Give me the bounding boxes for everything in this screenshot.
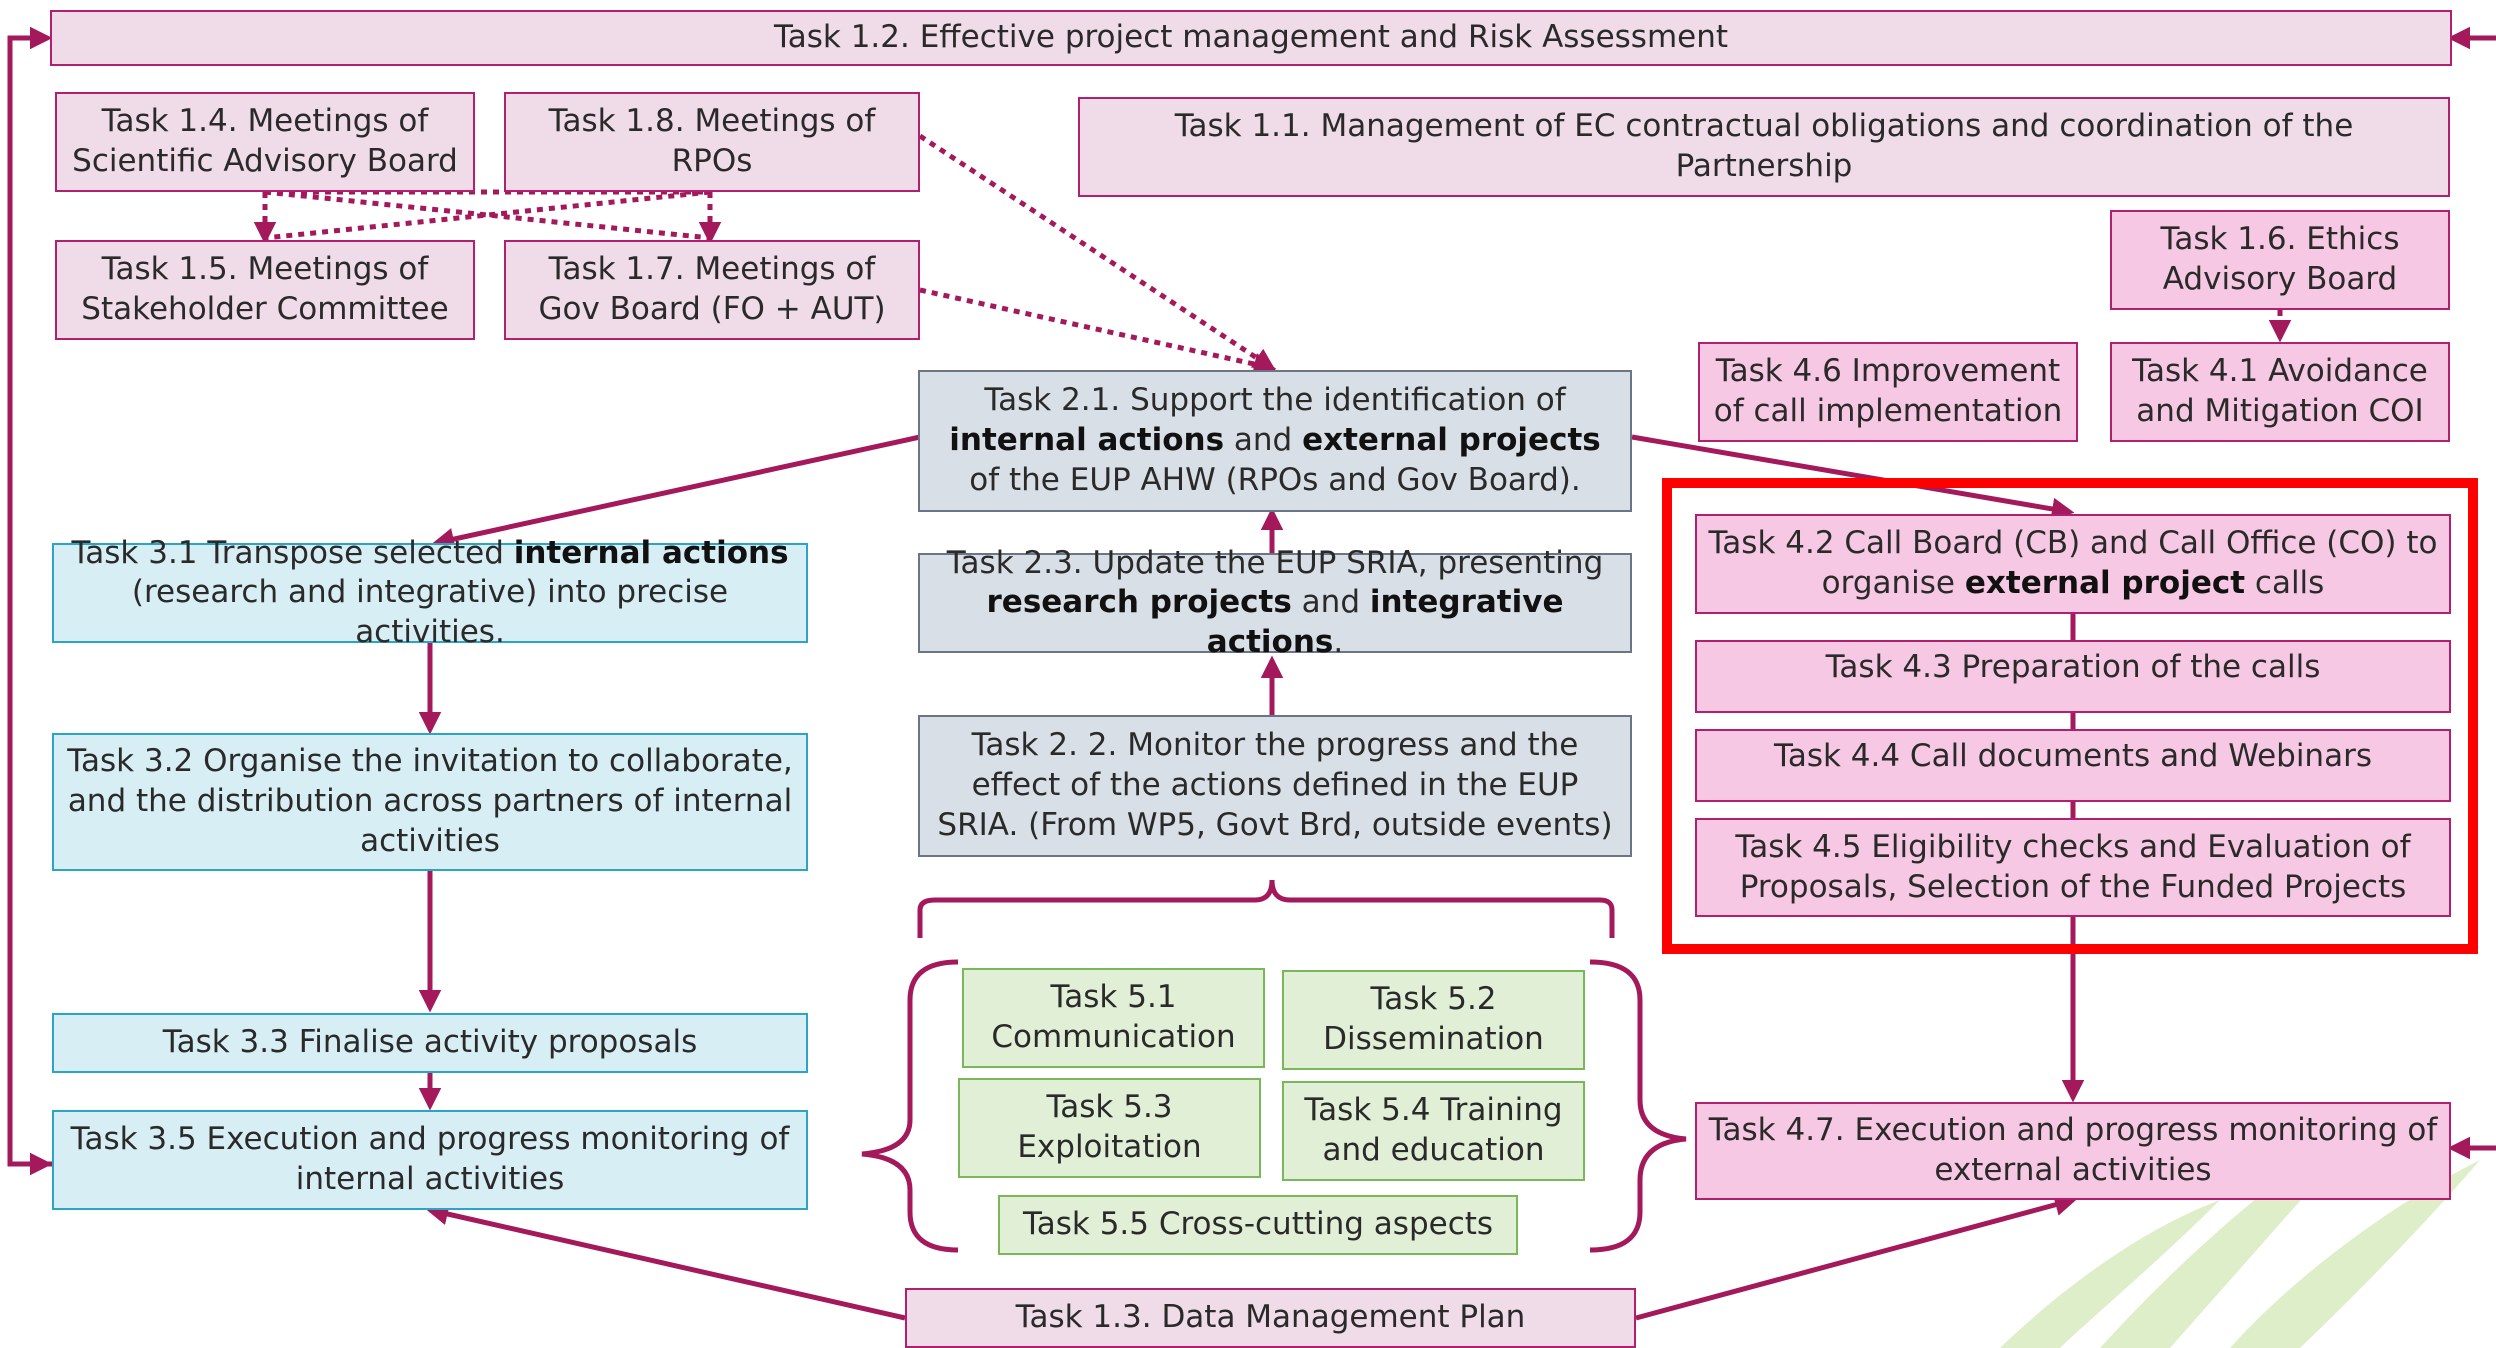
task-2-3-text: Task 2.3. Update the EUP SRIA, presentin… bbox=[946, 544, 1604, 660]
task-2-3-box[interactable]: Task 2.3. Update the EUP SRIA, presentin… bbox=[918, 545, 1632, 660]
task-2-1-text: Task 2.1. Support the identification of … bbox=[949, 382, 1601, 498]
arrow-2-1-to-3-1 bbox=[431, 434, 921, 551]
brace-right bbox=[1589, 959, 1687, 1253]
dotted-link bbox=[919, 287, 1277, 376]
task-5-5-box[interactable]: Task 5.5 Cross-cutting aspects bbox=[998, 1195, 1518, 1255]
arrow-1-3-to-4-7 bbox=[1635, 1193, 2078, 1321]
task-5-2-box[interactable]: Task 5.2 Dissemination bbox=[1282, 970, 1585, 1070]
task-4-3-box[interactable]: Task 4.3 Preparation of the calls bbox=[1695, 640, 2451, 713]
task-1-7-box[interactable]: Task 1.7. Meetings of Gov Board (FO + AU… bbox=[504, 240, 920, 340]
task-3-2-box[interactable]: Task 3.2 Organise the invitation to coll… bbox=[52, 733, 808, 871]
dotted-link bbox=[264, 189, 711, 241]
task-1-5-box[interactable]: Task 1.5. Meetings of Stakeholder Commit… bbox=[55, 240, 475, 340]
dotted-link bbox=[918, 133, 1276, 371]
highlight-frame bbox=[1662, 478, 2478, 954]
task-3-1-text: Task 3.1 Transpose selected internal act… bbox=[71, 534, 789, 650]
task-2-2-box[interactable]: Task 2. 2. Monitor the progress and the … bbox=[918, 715, 1632, 857]
task-5-4-box[interactable]: Task 5.4 Training and education bbox=[1282, 1081, 1585, 1181]
task-1-2-box[interactable]: Task 1.2. Effective project management a… bbox=[50, 10, 2452, 66]
task-3-1-box[interactable]: Task 3.1 Transpose selected internal act… bbox=[52, 535, 808, 650]
task-4-7-box[interactable]: Task 4.7. Execution and progress monitor… bbox=[1695, 1102, 2451, 1200]
task-4-5-box[interactable]: Task 4.5 Eligibility checks and Evaluati… bbox=[1695, 818, 2451, 917]
task-4-6-box[interactable]: Task 4.6 Improvement of call implementat… bbox=[1698, 342, 2078, 442]
task-1-3-box[interactable]: Task 1.3. Data Management Plan bbox=[905, 1288, 1636, 1348]
brace-left bbox=[861, 959, 959, 1253]
task-1-8-box[interactable]: Task 1.8. Meetings of RPOs bbox=[504, 92, 920, 192]
arrow-1-3-to-3-5 bbox=[425, 1203, 906, 1321]
arrow-2-1-to-4-2 bbox=[1631, 434, 2075, 521]
task-1-4-box[interactable]: Task 1.4. Meetings of Scientific Advisor… bbox=[55, 92, 475, 192]
task-4-2-box[interactable]: Task 4.2 Call Board (CB) and Call Office… bbox=[1695, 514, 2451, 614]
task-5-3-box[interactable]: Task 5.3 Exploitation bbox=[958, 1078, 1261, 1178]
task-5-1-box[interactable]: Task 5.1 Communication bbox=[962, 968, 1265, 1068]
task-4-1-box[interactable]: Task 4.1 Avoidance and Mitigation COI bbox=[2110, 342, 2450, 442]
task-3-3-box[interactable]: Task 3.3 Finalise activity proposals bbox=[52, 1013, 808, 1073]
task-1-6-box[interactable]: Task 1.6. Ethics Advisory Board bbox=[2110, 210, 2450, 310]
task-3-5-box[interactable]: Task 3.5 Execution and progress monitori… bbox=[52, 1110, 808, 1210]
task-1-1-box[interactable]: Task 1.1. Management of EC contractual o… bbox=[1078, 97, 2450, 197]
task-2-1-box[interactable]: Task 2.1. Support the identification of … bbox=[918, 370, 1632, 512]
dotted-link bbox=[264, 189, 711, 241]
task-4-2-text: Task 4.2 Call Board (CB) and Call Office… bbox=[1708, 525, 2438, 601]
loop-line-left bbox=[7, 26, 53, 1167]
brace-top bbox=[917, 879, 1615, 938]
task-4-4-box[interactable]: Task 4.4 Call documents and Webinars bbox=[1695, 729, 2451, 802]
